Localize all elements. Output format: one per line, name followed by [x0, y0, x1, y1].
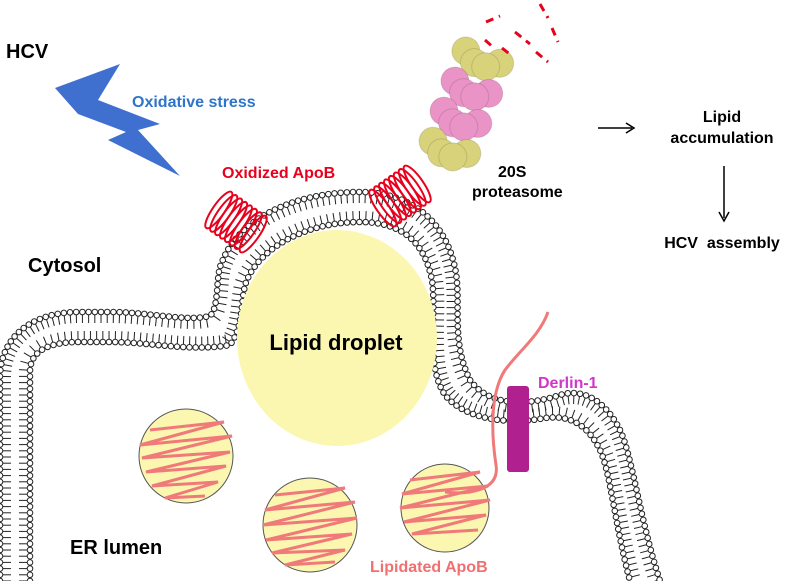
arrow-to-hcv-assembly — [718, 166, 730, 223]
lipid-accumulation-label-line1: Lipid — [703, 109, 741, 126]
derlin-1-label: Derlin-1 — [538, 375, 598, 392]
lipid-droplet — [237, 230, 437, 446]
lipid-droplet-label: Lipid droplet — [269, 330, 403, 355]
arrow-to-lipid-accumulation — [598, 122, 636, 134]
oxidized-apob-coil-left — [204, 190, 268, 254]
proteasome-label-line1: 20S — [498, 164, 527, 181]
oxidized-apob-label: Oxidized ApoB — [222, 165, 335, 182]
proteasome-label-line2: proteasome — [472, 184, 563, 201]
hcv-assembly-label: HCV assembly — [664, 235, 780, 252]
lipidated-apob-label: Lipidated ApoB — [370, 559, 488, 576]
proteasome-icon — [418, 36, 515, 172]
oxidative-stress-label: Oxidative stress — [132, 94, 256, 111]
peptide-fragments — [484, 3, 560, 64]
translocating-apob-chain — [444, 311, 550, 495]
derlin-1-channel — [507, 386, 529, 472]
er-lumen-label: ER lumen — [70, 537, 162, 559]
lightning-bolt-icon — [55, 64, 180, 176]
lipidated-droplet-3 — [399, 463, 491, 553]
lipid-accumulation-label-line2: accumulation — [670, 130, 773, 147]
cytosol-label: Cytosol — [28, 255, 101, 277]
lipidated-droplet-2 — [262, 477, 358, 573]
hcv-label: HCV — [6, 41, 49, 63]
er-membrane — [0, 188, 663, 581]
oxidized-apob-coil-right — [368, 164, 432, 228]
lipidated-droplet-1 — [138, 408, 234, 504]
